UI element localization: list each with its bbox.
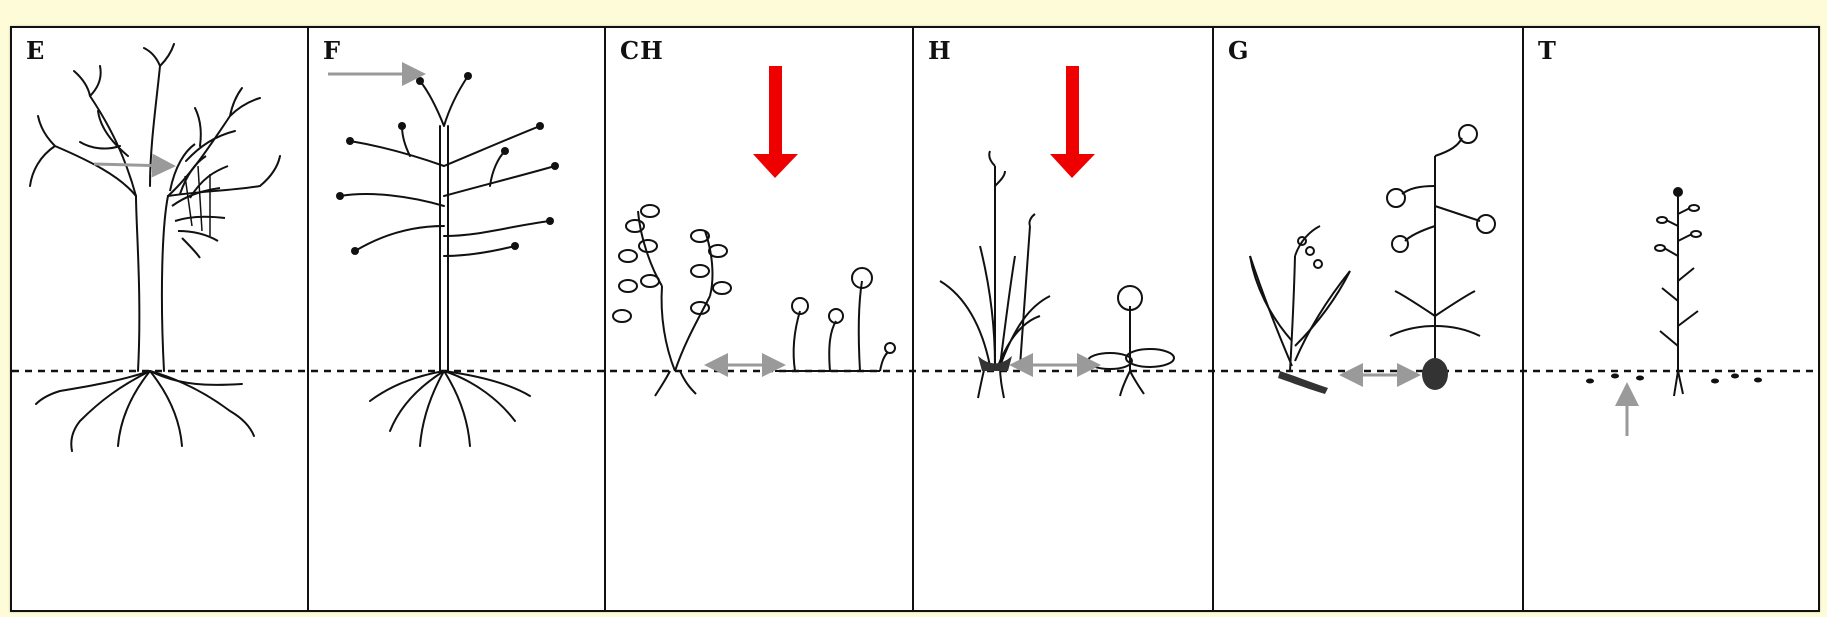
chamaephyte-shrub	[613, 205, 731, 396]
seeds	[1586, 374, 1762, 384]
figure: E F CH H G T	[10, 26, 1820, 612]
red-arrow-ch	[753, 66, 798, 178]
illustrations	[10, 26, 1820, 612]
red-arrow-h	[1050, 66, 1095, 178]
geophyte-bulb-plant	[1387, 125, 1495, 366]
hemicryptophyte-grass	[940, 151, 1050, 398]
chamaephyte-herbs	[775, 268, 895, 371]
geophyte-rhizome-plant	[1250, 226, 1350, 371]
epiphyte-pointer-arrow	[94, 164, 170, 166]
rhizome	[1278, 371, 1328, 394]
therophyte-plant	[1655, 188, 1701, 396]
tree-with-epiphyte	[30, 44, 280, 451]
bulb	[1422, 358, 1448, 390]
hemicryptophyte-rosette	[1088, 286, 1174, 396]
epiphyte-clump	[170, 144, 228, 258]
deciduous-tree	[340, 76, 555, 446]
